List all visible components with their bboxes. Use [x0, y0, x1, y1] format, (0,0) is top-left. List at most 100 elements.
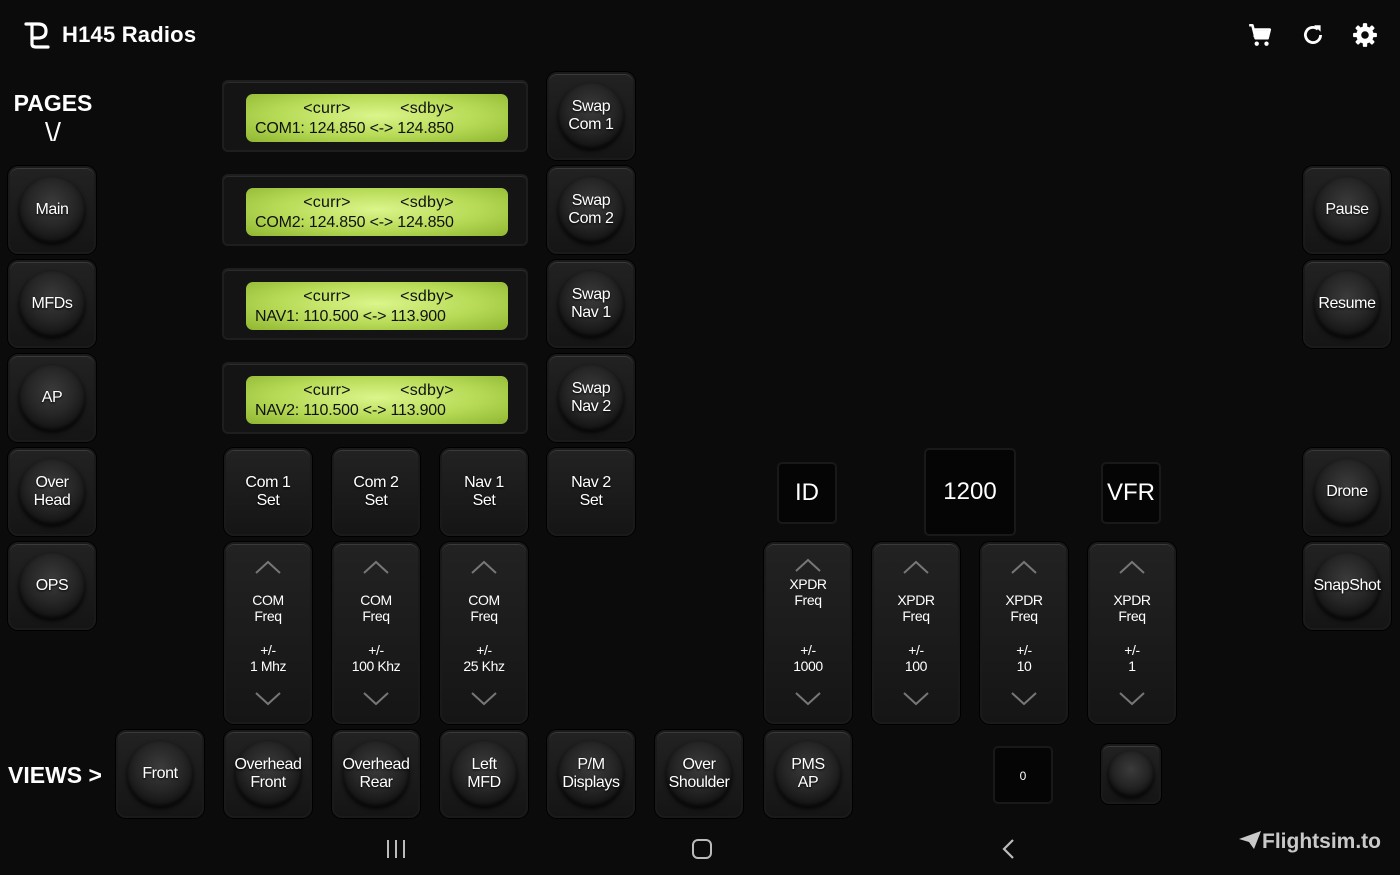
xpdr-freq-1-stepper[interactable]: XPDR Freq +/- 1 — [1088, 542, 1176, 724]
home-icon[interactable] — [690, 838, 714, 860]
button-label: PMS AP — [791, 756, 825, 791]
chevron-down-icon[interactable] — [795, 692, 821, 706]
back-icon[interactable] — [997, 838, 1021, 860]
swap-nav2-button[interactable]: Swap Nav 2 — [547, 354, 635, 442]
view-front-button[interactable]: Front — [116, 730, 204, 818]
swap-nav1-button[interactable]: Swap Nav 1 — [547, 260, 635, 348]
xpdr-code-display: 1200 — [924, 448, 1016, 536]
settings-icon[interactable] — [1352, 22, 1378, 48]
recent-apps-icon[interactable] — [384, 838, 408, 860]
vfr-button[interactable]: VFR — [1101, 462, 1161, 524]
button-label: Com 1 Set — [245, 474, 291, 509]
pages-chevron: \/ — [45, 117, 61, 147]
stepper-label: COM Freq — [252, 592, 284, 624]
com2-lcd-panel: <curr><sdby> COM2: 124.850 <-> 124.850 — [222, 174, 528, 246]
chevron-down-icon[interactable] — [363, 692, 389, 706]
page-ap-button[interactable]: AP — [8, 354, 96, 442]
button-knob — [1314, 459, 1380, 525]
chevron-down-icon[interactable] — [471, 692, 497, 706]
button-knob — [666, 741, 732, 807]
button-knob — [19, 271, 85, 337]
small-readout-display: 0 — [993, 746, 1053, 804]
button-knob — [558, 741, 624, 807]
chevron-up-icon[interactable] — [795, 558, 821, 572]
view-left-mfd-button[interactable]: Left MFD — [440, 730, 528, 818]
button-label: Swap Nav 1 — [571, 286, 611, 321]
nav1-lcd-panel: <curr> <sdby> NAV1: 110.500 <-> 113.900 — [222, 268, 528, 340]
pause-button[interactable]: Pause — [1303, 166, 1391, 254]
button-label: Main — [35, 201, 69, 218]
frequency-readout: NAV1: 110.500 <-> 113.900 — [255, 308, 446, 325]
button-label: Nav 1 Set — [464, 474, 504, 509]
button-knob — [1314, 271, 1380, 337]
button-knob — [558, 271, 624, 337]
com2-set-button[interactable]: Com 2 Set — [332, 448, 420, 536]
button-knob — [19, 553, 85, 619]
chevron-up-icon[interactable] — [1119, 560, 1145, 574]
chevron-down-icon[interactable] — [1119, 692, 1145, 706]
swap-com2-button[interactable]: Swap Com 2 — [547, 166, 635, 254]
drone-button[interactable]: Drone — [1303, 448, 1391, 536]
button-label: Overhead Rear — [342, 756, 410, 791]
com1-lcd-panel: <curr><sdby> COM1: 124.850 <-> 124.850 — [222, 80, 528, 152]
button-label: SnapShot — [1313, 577, 1381, 594]
lcd-display: <curr><sdby> COM1: 124.850 <-> 124.850 — [246, 94, 508, 142]
view-pm-displays-button[interactable]: P/M Displays — [547, 730, 635, 818]
view-overhead-rear-button[interactable]: Overhead Rear — [332, 730, 420, 818]
swap-com1-button[interactable]: Swap Com 1 — [547, 72, 635, 160]
chevron-up-icon[interactable] — [363, 560, 389, 574]
page-overhead-button[interactable]: Over Head — [8, 448, 96, 536]
xpdr-freq-1000-stepper[interactable]: XPDR Freq +/- 1000 — [764, 542, 852, 724]
cart-icon[interactable] — [1247, 22, 1273, 48]
chevron-up-icon[interactable] — [1011, 560, 1037, 574]
button-label: Swap Com 2 — [568, 192, 614, 227]
button-knob — [343, 741, 409, 807]
chevron-up-icon[interactable] — [255, 560, 281, 574]
chevron-up-icon[interactable] — [471, 560, 497, 574]
stepper-step: +/- 1000 — [793, 642, 823, 674]
frequency-readout: NAV2: 110.500 <-> 113.900 — [255, 402, 446, 419]
curr-label: <curr> — [303, 288, 351, 305]
page-main-button[interactable]: Main — [8, 166, 96, 254]
button-knob — [1314, 177, 1380, 243]
button-label: Drone — [1326, 483, 1368, 500]
com-freq-1mhz-stepper[interactable]: COM Freq +/- 1 Mhz — [224, 542, 312, 724]
resume-button[interactable]: Resume — [1303, 260, 1391, 348]
frequency-readout: COM2: 124.850 <-> 124.850 — [255, 214, 454, 231]
view-pms-ap-button[interactable]: PMS AP — [764, 730, 852, 818]
xpdr-ident-button[interactable]: ID — [777, 462, 837, 524]
chevron-down-icon[interactable] — [903, 692, 929, 706]
button-knob — [775, 741, 841, 807]
logo-icon — [24, 22, 50, 49]
button-label: Swap Com 1 — [568, 98, 614, 133]
xpdr-freq-10-stepper[interactable]: XPDR Freq +/- 10 — [980, 542, 1068, 724]
page-ops-button[interactable]: OPS — [8, 542, 96, 630]
nav2-set-button[interactable]: Nav 2 Set — [547, 448, 635, 536]
xpdr-freq-100-stepper[interactable]: XPDR Freq +/- 100 — [872, 542, 960, 724]
chevron-down-icon[interactable] — [1011, 692, 1037, 706]
button-knob — [235, 741, 301, 807]
button-knob — [19, 459, 85, 525]
button-knob — [558, 365, 624, 431]
view-overhead-front-button[interactable]: Overhead Front — [224, 730, 312, 818]
button-knob — [19, 365, 85, 431]
sdby-label: <sdby> — [400, 288, 454, 305]
com-freq-100khz-stepper[interactable]: COM Freq +/- 100 Khz — [332, 542, 420, 724]
nav1-set-button[interactable]: Nav 1 Set — [440, 448, 528, 536]
stepper-label: XPDR Freq — [897, 592, 935, 624]
chevron-up-icon[interactable] — [903, 560, 929, 574]
view-over-shoulder-button[interactable]: Over Shoulder — [655, 730, 743, 818]
lcd-display: <curr><sdby> NAV2: 110.500 <-> 113.900 — [246, 376, 508, 424]
page-mfds-button[interactable]: MFDs — [8, 260, 96, 348]
nav2-lcd-panel: <curr><sdby> NAV2: 110.500 <-> 113.900 — [222, 362, 528, 434]
blank-knob-button[interactable] — [1101, 744, 1161, 804]
button-label: Swap Nav 2 — [571, 380, 611, 415]
stepper-step: +/- 100 Khz — [351, 642, 401, 674]
button-knob — [451, 741, 517, 807]
snapshot-button[interactable]: SnapShot — [1303, 542, 1391, 630]
views-label: VIEWS > — [8, 762, 102, 788]
chevron-down-icon[interactable] — [255, 692, 281, 706]
com-freq-25khz-stepper[interactable]: COM Freq +/- 25 Khz — [440, 542, 528, 724]
refresh-icon[interactable] — [1300, 22, 1326, 48]
com1-set-button[interactable]: Com 1 Set — [224, 448, 312, 536]
